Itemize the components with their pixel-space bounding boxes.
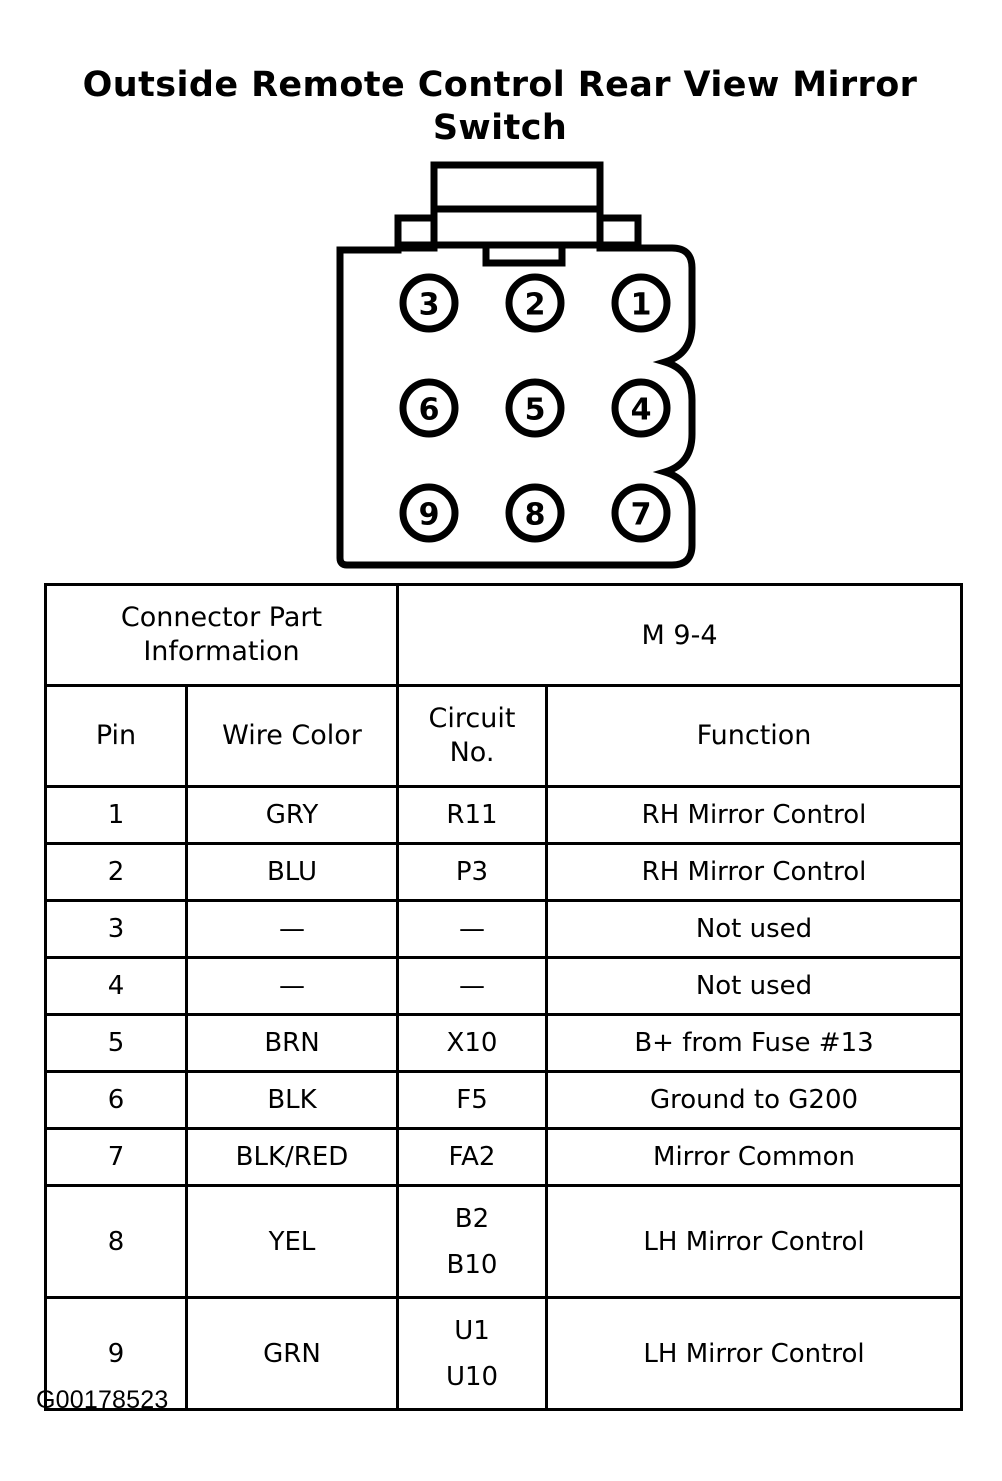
connector-top-tab-upper [430,161,604,213]
cell-function: RH Mirror Control [544,842,964,902]
pin-circle-3 [399,273,459,333]
cell-circuit-no: — [396,899,548,959]
cell-circuit-no: P3 [396,842,548,902]
table-row: 2 BLU P3 RH Mirror Control [44,842,964,902]
cell-wire-color: BRN [185,1013,399,1073]
column-header-wire-color: Wire Color [185,684,399,788]
pin-circle-2 [505,273,565,333]
column-header-pin: Pin [44,684,188,788]
cell-circuit-no: R11 [396,785,548,845]
connector-side-tab-left [394,214,438,252]
cell-wire-color: — [185,956,399,1016]
cell-wire-color: BLK/RED [185,1127,399,1187]
column-header-circuit-no-line2: No. [449,737,495,768]
cell-wire-color: YEL [185,1184,399,1299]
connector-part-info-value: M 9-4 [395,583,964,687]
table-row: 7 BLK/RED FA2 Mirror Common [44,1127,964,1187]
page-title: Outside Remote Control Rear View Mirror … [60,64,940,150]
cell-wire-color: GRN [185,1296,399,1411]
cell-circuit-no-line2: B10 [446,1249,498,1280]
cell-circuit-no: F5 [396,1070,548,1130]
table-row: 6 BLK F5 Ground to G200 [44,1070,964,1130]
cell-function: Mirror Common [544,1127,964,1187]
pin-number-5: 5 [525,393,546,428]
pin-number-7: 7 [631,498,652,533]
connector-top-tab-band [430,205,604,249]
pin-circle-9 [399,483,459,543]
pin-number-8: 8 [525,498,546,533]
table-row: 3 — — Not used [44,899,964,959]
pin-circle-1 [611,273,671,333]
cell-circuit-no-line1: B2 [454,1203,490,1234]
cell-pin: 2 [44,842,188,902]
pin-number-9: 9 [419,498,440,533]
pin-number-6: 6 [419,393,440,428]
table-row-connector-part-info: Connector Part Information M 9-4 [44,583,964,687]
pin-circle-7 [611,483,671,543]
column-header-function: Function [544,684,964,788]
connector-body-outline [336,241,696,569]
cell-function: RH Mirror Control [544,785,964,845]
cell-wire-color: — [185,899,399,959]
table-row: 5 BRN X10 B+ from Fuse #13 [44,1013,964,1073]
cell-function: Not used [544,899,964,959]
cell-circuit-no: B2 B10 [396,1184,548,1299]
cell-circuit-no: U1 U10 [396,1296,548,1411]
cell-pin: 9 [44,1296,188,1411]
cell-wire-color: GRY [185,785,399,845]
page-title-line-2: Switch [432,108,568,148]
cell-pin: 5 [44,1013,188,1073]
connector-center-notch [482,241,566,267]
pin-number-1: 1 [631,288,652,323]
figure-id-code: G00178523 [36,1386,169,1414]
pin-circle-8 [505,483,565,543]
cell-function: B+ from Fuse #13 [544,1013,964,1073]
cell-pin: 8 [44,1184,188,1299]
cell-pin: 7 [44,1127,188,1187]
connector-pinout-diagram: 3 2 1 6 5 4 9 8 7 [320,150,720,580]
table-header-row: Pin Wire Color Circuit No. Function [44,684,964,788]
cell-function: Ground to G200 [544,1070,964,1130]
pin-circle-6 [399,378,459,438]
cell-circuit-no-line2: U10 [445,1361,499,1392]
pin-number-3: 3 [419,288,440,323]
connector-side-tab-right [596,214,642,252]
cell-circuit-no: FA2 [396,1127,548,1187]
cell-circuit-no: — [396,956,548,1016]
pin-circle-4 [611,378,671,438]
table-row: 1 GRY R11 RH Mirror Control [44,785,964,845]
cell-pin: 6 [44,1070,188,1130]
cell-function: LH Mirror Control [544,1296,964,1411]
cell-pin: 1 [44,785,188,845]
cell-circuit-no-line1: U1 [454,1315,490,1346]
table-row: 8 YEL B2 B10 LH Mirror Control [44,1184,964,1299]
cell-circuit-no: X10 [396,1013,548,1073]
table-row: 9 GRN U1 U10 LH Mirror Control [44,1296,964,1411]
page-title-line-1: Outside Remote Control Rear View Mirror [82,65,918,105]
pin-circle-5 [505,378,565,438]
cell-wire-color: BLK [185,1070,399,1130]
cell-pin: 4 [44,956,188,1016]
pin-number-4: 4 [631,393,652,428]
cell-function: Not used [544,956,964,1016]
cell-function: LH Mirror Control [544,1184,964,1299]
connector-pin-table: Connector Part Information M 9-4 Pin Wir… [44,583,964,1411]
cell-wire-color: BLU [185,842,399,902]
connector-part-info-label: Connector Part Information [44,583,399,687]
pin-number-2: 2 [525,288,546,323]
table-row: 4 — — Not used [44,956,964,1016]
column-header-circuit-no: Circuit No. [396,684,548,788]
column-header-circuit-no-line1: Circuit [428,703,516,734]
cell-pin: 3 [44,899,188,959]
